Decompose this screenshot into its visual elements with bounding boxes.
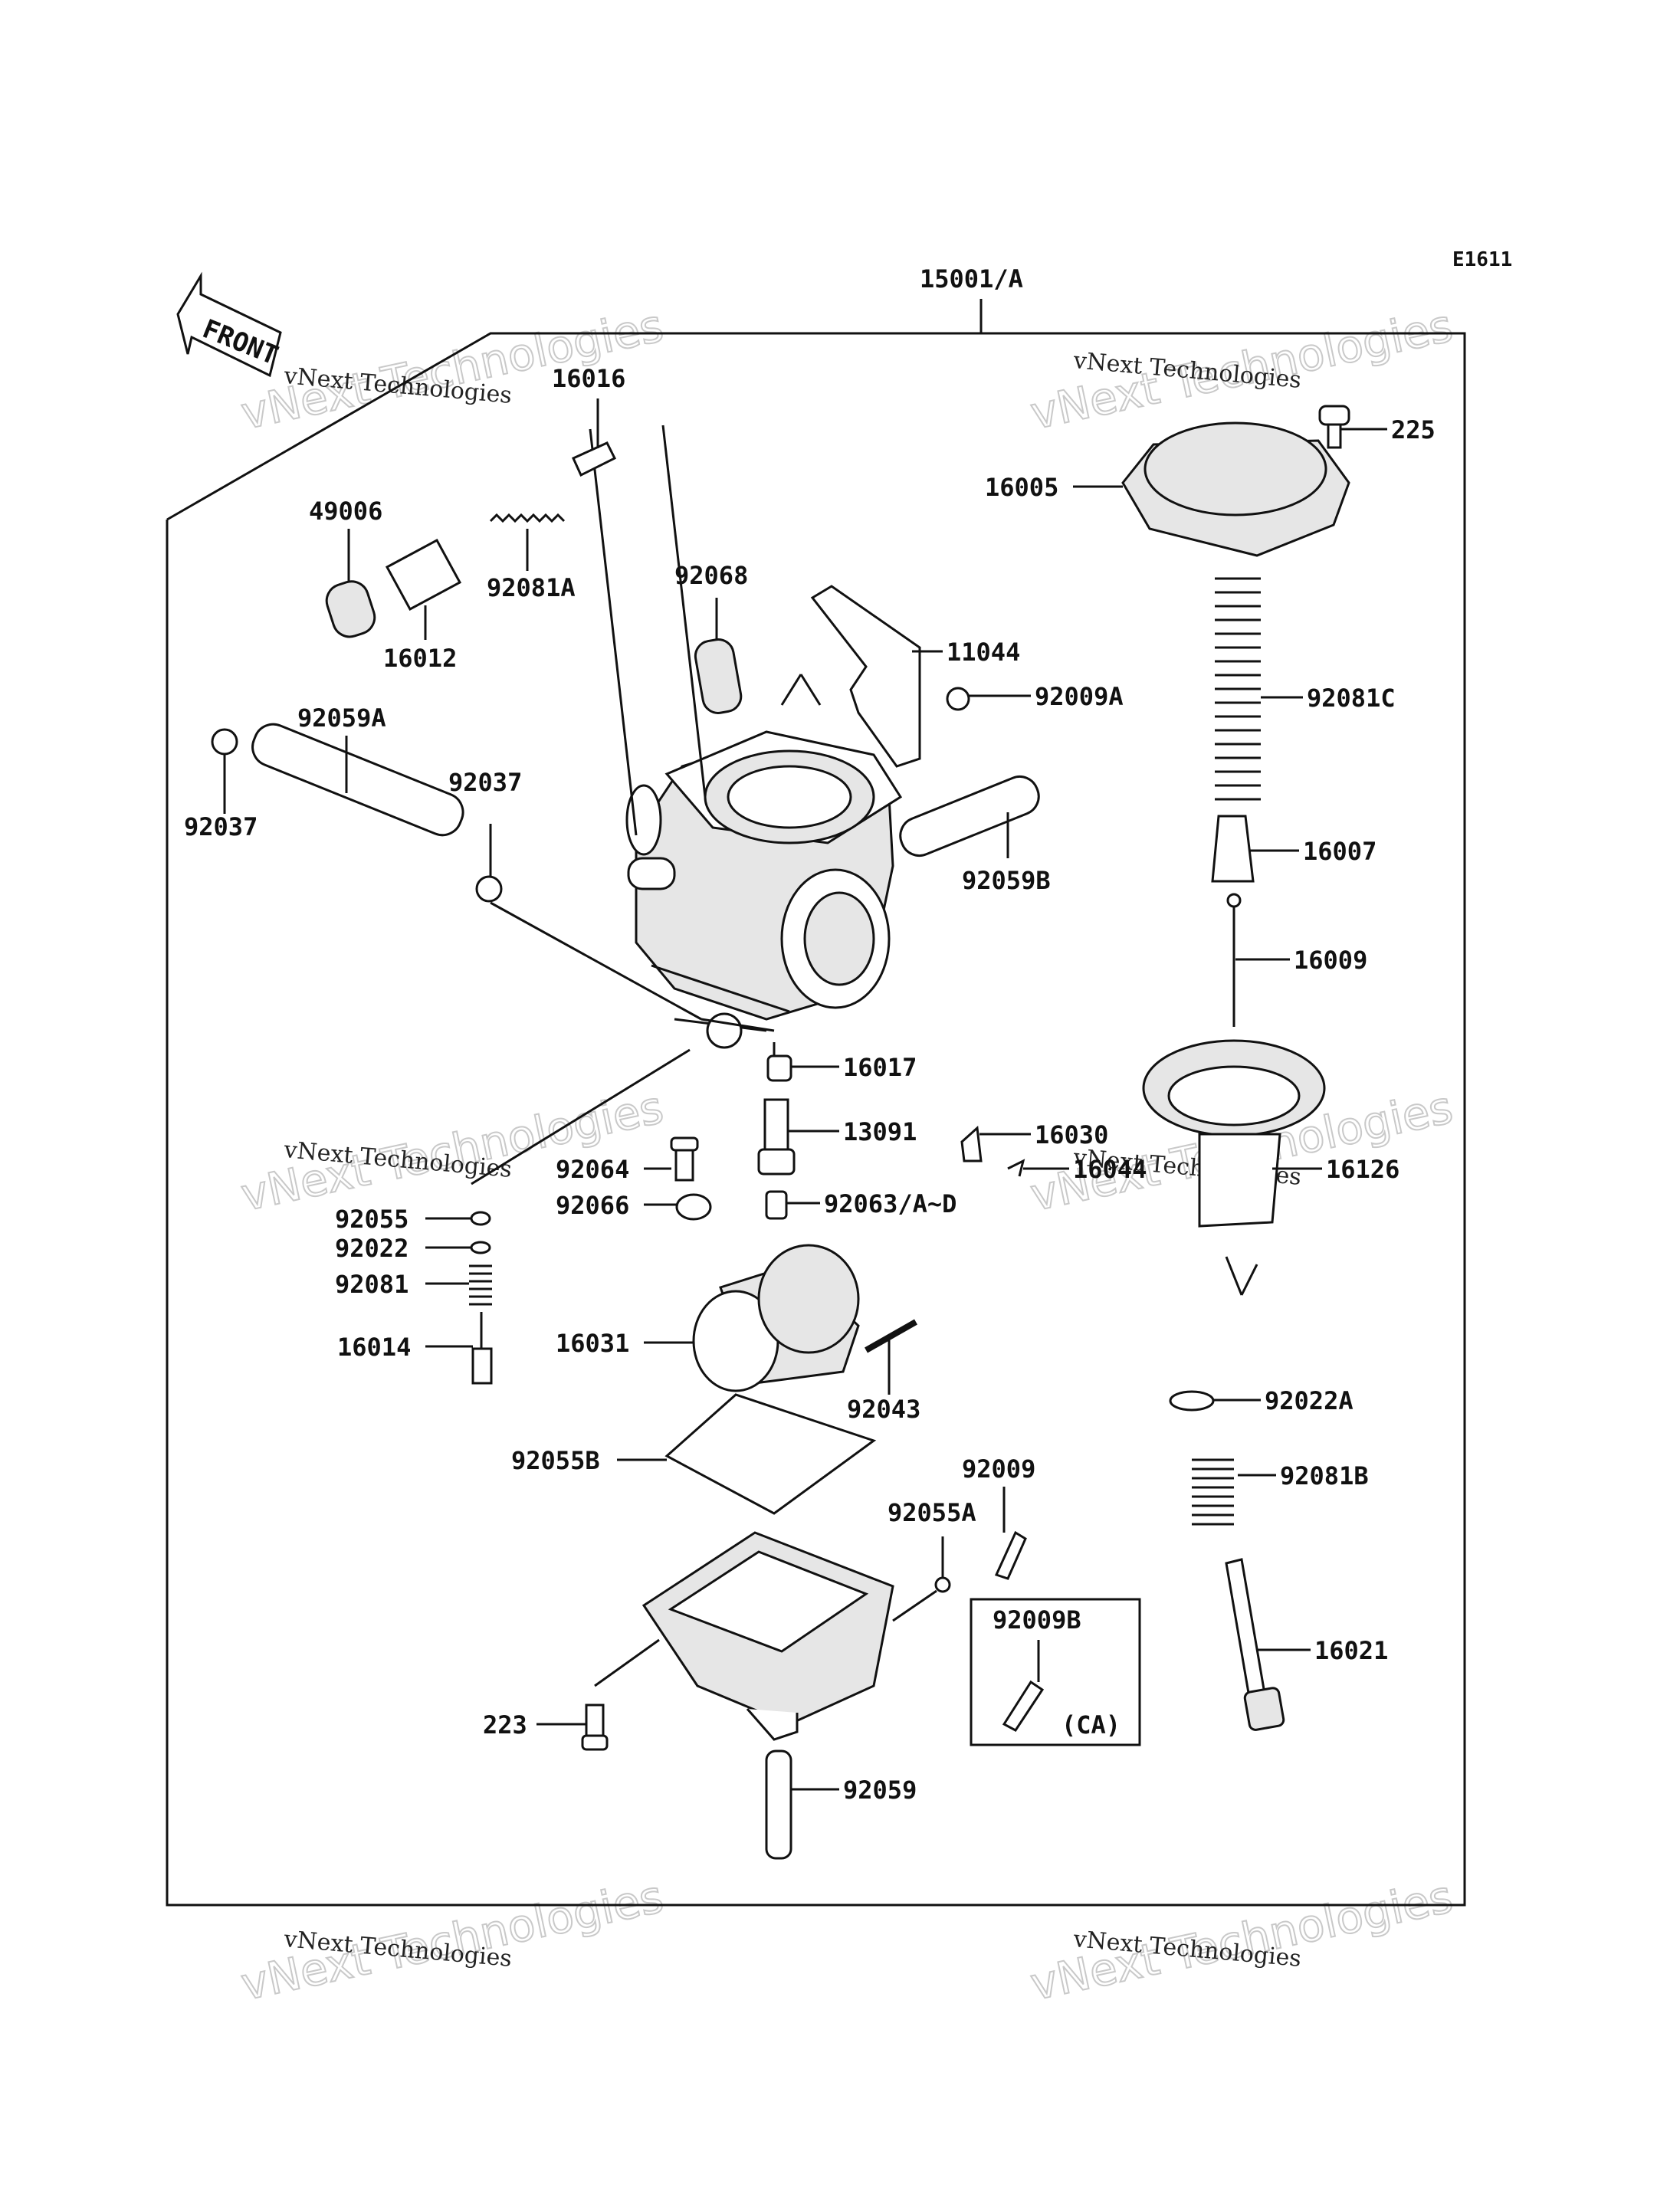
part-16016: 16016 — [552, 364, 625, 477]
label-11044: 11044 — [947, 638, 1020, 667]
label-92009b: 92009B — [993, 1605, 1081, 1635]
part-92064: 92064 — [556, 1136, 699, 1184]
label-92066: 92066 — [556, 1191, 629, 1220]
label-92059a: 92059A — [297, 703, 386, 733]
part-16031: 16031 — [556, 1244, 860, 1392]
label-92037: 92037 — [448, 768, 522, 797]
float-bowl — [641, 1531, 894, 1741]
part-13091: 13091 — [757, 1098, 917, 1176]
part-92043: 92043 — [847, 1319, 920, 1424]
label-92063: 92063/A~D — [824, 1189, 956, 1218]
label-92009a: 92009A — [1035, 682, 1124, 711]
part-92037: 92037 — [448, 768, 522, 903]
part-92066: 92066 — [556, 1191, 712, 1221]
label-223: 223 — [483, 1710, 527, 1740]
label-49006: 49006 — [309, 497, 382, 526]
part-92081b: 92081B — [1192, 1458, 1369, 1526]
label-92022a: 92022A — [1265, 1386, 1354, 1415]
label-92081c: 92081C — [1307, 684, 1396, 713]
label-16012: 16012 — [383, 644, 457, 673]
part-92068: 92068 — [674, 561, 748, 714]
label-92037-left: 92037 — [184, 812, 258, 841]
label-16021: 16021 — [1314, 1636, 1388, 1665]
label-16014: 16014 — [337, 1333, 411, 1362]
part-92059b: 92059B — [899, 775, 1051, 895]
part-16012: 16012 — [383, 538, 462, 673]
part-49006: 49006 — [309, 497, 382, 638]
leader-lines — [471, 425, 1258, 1296]
part-16007: 16007 — [1211, 815, 1376, 883]
label-92081a: 92081A — [487, 573, 576, 602]
part-92081: 92081 — [335, 1264, 492, 1306]
part-92081c: 92081C — [1215, 577, 1396, 801]
part-92059a: 92059A — [251, 703, 464, 837]
part-16021: 16021 — [1225, 1558, 1388, 1731]
note-ca: (CA) — [1061, 1710, 1121, 1740]
part-223: 223 — [483, 1638, 660, 1751]
part-92055a: 92055A — [888, 1498, 976, 1622]
label-16031: 16031 — [556, 1329, 629, 1358]
label-92064: 92064 — [556, 1155, 629, 1184]
part-92009: 92009 — [962, 1454, 1035, 1580]
label-92059b: 92059B — [962, 866, 1051, 895]
label-16126: 16126 — [1326, 1155, 1399, 1184]
label-225: 225 — [1391, 415, 1436, 444]
label-16016: 16016 — [552, 364, 625, 393]
label-92055: 92055 — [335, 1205, 409, 1234]
part-16009: 16009 — [1226, 893, 1367, 1027]
label-92081: 92081 — [335, 1270, 409, 1299]
part-16005: 16005 — [985, 421, 1350, 557]
label-92009: 92009 — [962, 1454, 1035, 1484]
label-92068: 92068 — [674, 561, 748, 590]
part-92022a: 92022A — [1169, 1386, 1354, 1415]
part-92009b-box: 92009B (CA) — [970, 1598, 1141, 1746]
part-92055b: 92055B — [511, 1393, 877, 1515]
label-16009: 16009 — [1294, 946, 1367, 975]
label-16030: 16030 — [1035, 1120, 1108, 1149]
part-16017: 16017 — [766, 1053, 917, 1082]
part-16044: 16044 — [1007, 1155, 1147, 1184]
part-92063: 92063/A~D — [765, 1189, 956, 1220]
part-225: 225 — [1318, 405, 1436, 449]
assembly-label: 15001/A — [920, 264, 1023, 293]
part-11044: 11044 — [810, 585, 1020, 768]
assembly-frame: 15001/A — [166, 264, 1466, 1907]
part-92037-left: 92037 — [184, 728, 258, 841]
label-16017: 16017 — [843, 1053, 917, 1082]
label-16007: 16007 — [1303, 837, 1376, 866]
part-92081a: 92081A — [487, 513, 576, 602]
part-92009a: 92009A — [946, 682, 1124, 711]
label-92055b: 92055B — [511, 1446, 600, 1475]
part-92022: 92022 — [335, 1234, 491, 1263]
label-13091: 13091 — [843, 1117, 917, 1146]
label-92081b: 92081B — [1280, 1461, 1369, 1490]
label-92022: 92022 — [335, 1234, 409, 1263]
front-arrow-icon: FRONT — [176, 271, 283, 378]
label-92059: 92059 — [843, 1776, 917, 1805]
label-92043: 92043 — [847, 1395, 920, 1424]
label-16044: 16044 — [1073, 1155, 1147, 1184]
label-92055a: 92055A — [888, 1498, 976, 1527]
part-16014: 16014 — [337, 1312, 493, 1385]
carburetor-body — [625, 730, 903, 1049]
diagram-code: E1611 — [1452, 248, 1512, 271]
part-16030: 16030 — [960, 1120, 1108, 1162]
part-92059: 92059 — [765, 1749, 917, 1860]
part-16126: 16126 — [1142, 1039, 1399, 1228]
part-92055: 92055 — [335, 1205, 491, 1234]
label-16005: 16005 — [985, 473, 1058, 502]
